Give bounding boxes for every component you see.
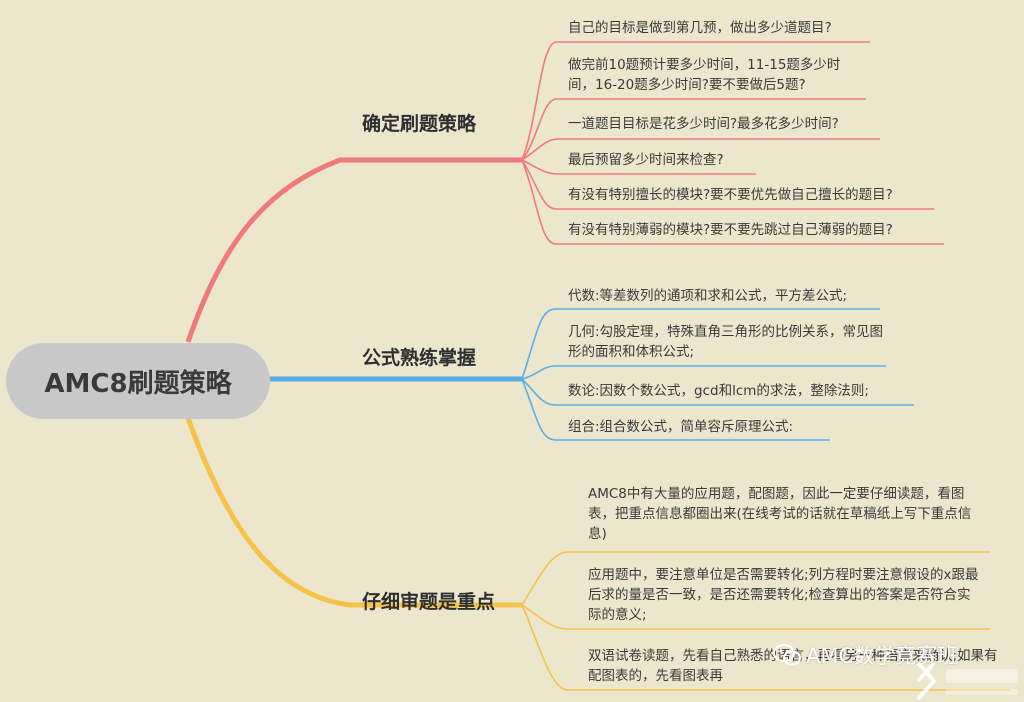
link-b3-3 (521, 604, 1010, 691)
watermark-logo (916, 661, 1018, 701)
leaf-node: 组合:组合数公式，简单容斥原理公式: (568, 417, 868, 437)
link-b1-1 (521, 41, 870, 161)
leaf-node: 数论:因数个数公式，gcd和lcm的求法，整除法则; (568, 381, 918, 401)
leaf-node: 几何:勾股定理，特殊直角三角形的比例关系，常见图形的面积和体积公式; (568, 322, 886, 362)
leaf-node: 最后预留多少时间来检查? (568, 150, 868, 170)
leaf-text: 做完前10题预计要多少时间，11-15题多少时间，16-20题多少时间?要不要做… (568, 57, 841, 93)
link-b1-4 (521, 159, 756, 175)
leaf-node: AMC8中有大量的应用题，配图题，因此一定要仔细读题，看图表，把重点信息都圈出来… (588, 484, 972, 544)
leaf-text: 代数:等差数列的通项和求和公式，平方差公式; (568, 288, 848, 304)
leaf-text: 应用题中，要注意单位是否需要转化;列方程时要注意假设的x跟最后求的量是否一致，是… (588, 567, 979, 623)
wechat-icon (773, 644, 801, 666)
link-b3-1 (521, 551, 990, 606)
link-b1-5 (521, 159, 934, 210)
link-b2-1 (521, 308, 880, 380)
link-b2-2 (521, 365, 886, 380)
leaf-node: 有没有特别擅长的模块?要不要优先做自己擅长的题目? (568, 185, 948, 205)
link-b3-2 (521, 604, 990, 630)
root-node: AMC8刷题策略 (6, 343, 270, 419)
leaf-text: AMC8中有大量的应用题，配图题，因此一定要仔细读题，看图表，把重点信息都圈出来… (588, 486, 972, 542)
leaf-node: 有没有特别薄弱的模块?要不要先跳过自己薄弱的题目? (568, 220, 958, 240)
leaf-node: 应用题中，要注意单位是否需要转化;列方程时要注意假设的x跟最后求的量是否一致，是… (588, 565, 980, 625)
leaf-node: 代数:等差数列的通项和求和公式，平方差公式; (568, 286, 888, 306)
branch-formulas: 公式熟练掌握 (362, 343, 476, 370)
link-b1-6 (521, 159, 944, 245)
leaf-node: 做完前10题预计要多少时间，11-15题多少时间，16-20题多少时间?要不要做… (568, 55, 864, 95)
leaf-text: 数论:因数个数公式，gcd和lcm的求法，整除法则; (568, 383, 869, 399)
root-label: AMC8刷题策略 (44, 368, 232, 399)
link-b1-3 (521, 138, 880, 161)
leaf-text: 有没有特别擅长的模块?要不要优先做自己擅长的题目? (568, 187, 893, 203)
leaf-text: 一道题目目标是花多少时间?最多花多少时间? (568, 116, 839, 132)
leaf-text: 几何:勾股定理，特殊直角三角形的比例关系，常见图形的面积和体积公式; (568, 324, 884, 360)
branch-reading: 仔细审题是重点 (362, 587, 495, 614)
leaf-text: 有没有特别薄弱的模块?要不要先跳过自己薄弱的题目? (568, 222, 893, 238)
link-b1-2 (521, 98, 866, 161)
branch-label: 公式熟练掌握 (362, 347, 477, 369)
link-b2-4 (521, 378, 830, 441)
leaf-node: 自己的目标是做到第几预，做出多少道题目? (568, 18, 868, 38)
leaf-text: 最后预留多少时间来检查? (568, 152, 724, 168)
link-root-branch-3 (185, 417, 522, 608)
link-root-branch-1 (185, 157, 522, 343)
leaf-text: 自己的目标是做到第几预，做出多少道题目? (568, 20, 832, 36)
link-b2-3 (521, 378, 914, 406)
branch-label: 仔细审题是重点 (362, 591, 496, 613)
branch-label: 确定刷题策略 (362, 113, 477, 135)
leaf-text: 组合:组合数公式，简单容斥原理公式: (568, 419, 794, 435)
leaf-node: 一道题目目标是花多少时间?最多花多少时间? (568, 114, 888, 134)
branch-strategy: 确定刷题策略 (362, 109, 476, 136)
